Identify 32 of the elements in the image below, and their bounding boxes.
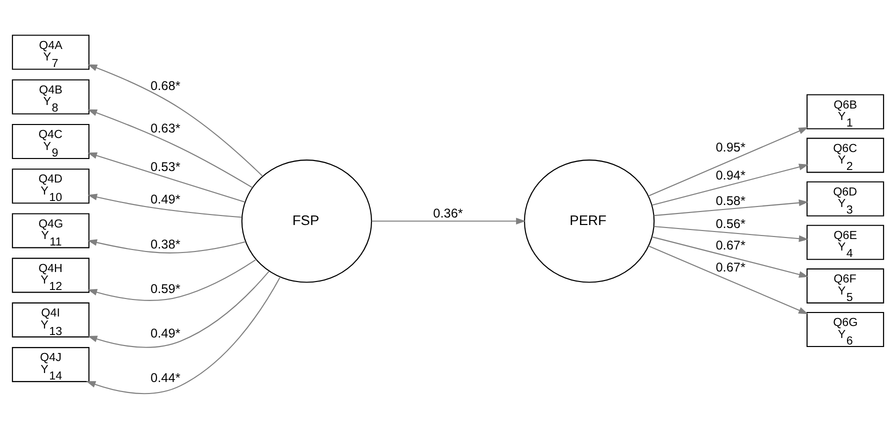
arrow: [88, 64, 264, 176]
edge-label: 0.56*: [716, 216, 746, 231]
arrow: [654, 198, 808, 216]
arrow: [88, 258, 256, 300]
arrow: [648, 245, 808, 314]
edge-label: 0.59*: [150, 280, 180, 296]
arrow: [87, 152, 245, 202]
edge-label: 0.67*: [716, 259, 746, 274]
arrow: [372, 217, 526, 224]
edge-label: 0.44*: [150, 370, 180, 385]
edge-label: 0.38*: [150, 236, 180, 251]
arrow: [652, 236, 809, 278]
arrow: [88, 270, 270, 348]
arrow: [648, 126, 808, 196]
arrow: [88, 193, 242, 218]
node-circle: PERF: [524, 159, 655, 282]
edge-label: 0.49*: [150, 191, 180, 206]
edge-label: 0.63*: [150, 120, 180, 136]
edge-label: 0.36*: [433, 205, 463, 220]
arrow: [652, 163, 809, 206]
edge-label: 0.53*: [150, 158, 180, 174]
edge-label: 0.95*: [716, 139, 746, 154]
edge-label: 0.67*: [716, 236, 746, 252]
arrow: [86, 276, 281, 394]
arrow: [654, 225, 808, 242]
edge-label: 0.68*: [150, 78, 180, 93]
edge-label: 0.94*: [716, 166, 746, 182]
arrow: [87, 108, 253, 188]
edge-label: 0.58*: [716, 192, 746, 208]
edge-label: 0.49*: [150, 325, 180, 340]
arrow: [87, 238, 246, 253]
node-circle: FSP: [241, 159, 372, 282]
